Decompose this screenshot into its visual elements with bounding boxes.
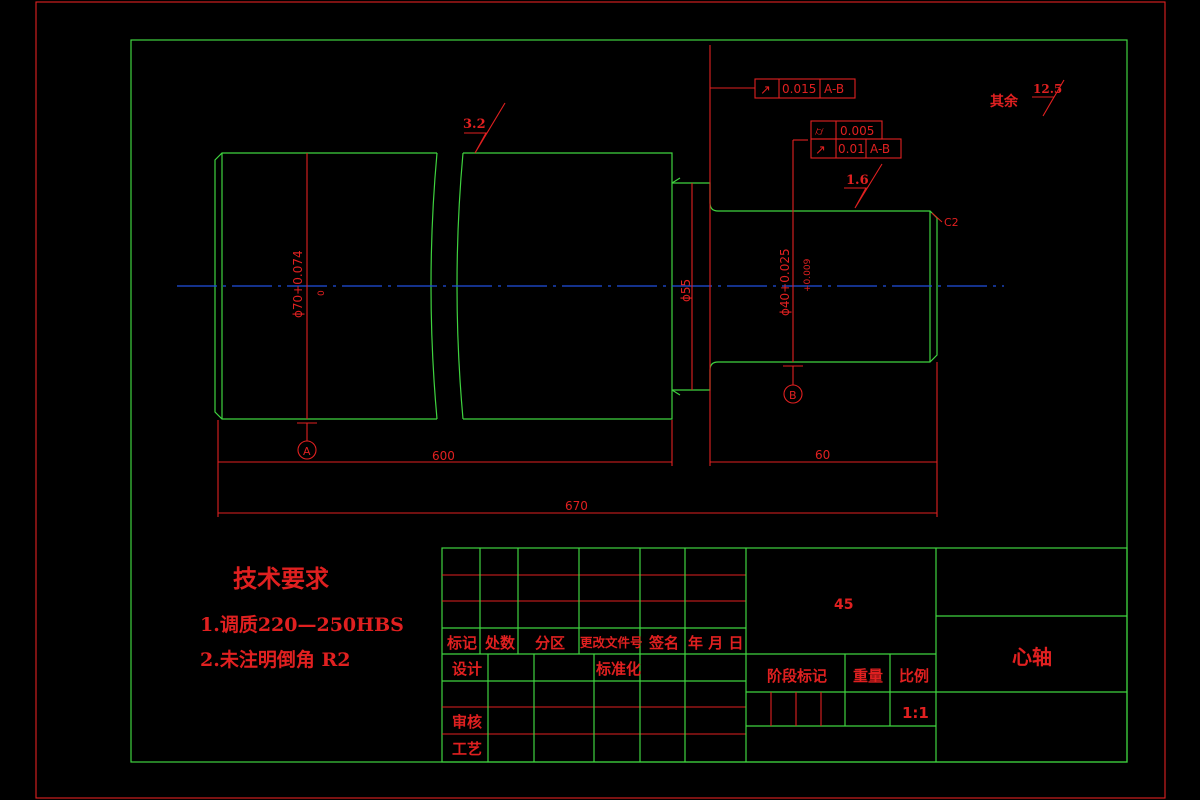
runout2-symbol: ↗ [815,143,826,158]
datum-b: B [789,389,797,402]
title-block-grid [441,547,1128,763]
cylindricity-value: 0.005 [840,124,874,138]
dim-670: 670 [565,499,588,513]
roughness-1-6: 1.6 [846,173,869,188]
runout2-datum: A-B [870,142,890,156]
dim-dia70: ϕ70+0.074 [291,250,305,318]
roughness-other-value: 12.5 [1033,82,1062,96]
label-review: 审核 [452,713,482,731]
requirements-title: 技术要求 [233,564,329,593]
label-standardization: 标准化 [595,660,641,678]
label-scale: 比例 [899,667,929,685]
label-process: 工艺 [452,740,482,758]
requirement-2: 2.未注明倒角 R2 [200,648,350,671]
label-weight: 重量 [853,667,883,685]
dim-dia55: ϕ55 [679,279,693,302]
dim-dia70-lower: 0 [317,290,327,296]
runout2-value: 0.01 [838,142,865,156]
runout-value: 0.015 [782,82,816,96]
runout-symbol: ↗ [760,83,771,98]
label-stage-mark: 阶段标记 [767,667,827,685]
roughness-other-label: 其余 [990,93,1019,110]
dim-dia40: ϕ40+0.025 [778,248,792,316]
header-mark: 标记 [446,634,477,652]
header-date: 年 月 日 [688,634,743,652]
header-signature: 签名 [648,634,679,652]
header-count: 处数 [484,634,516,652]
dim-chamfer: C2 [944,216,959,229]
datum-a: A [303,445,311,458]
roughness-3-2: 3.2 [463,117,486,132]
tolerance-frames [754,78,902,159]
label-design: 设计 [452,660,482,678]
cylindricity-symbol: ⌭ [815,124,824,138]
runout-datum: A-B [824,82,844,96]
dim-600: 600 [432,449,455,463]
dim-dia40-lower: +0.009 [803,258,813,292]
header-change-doc: 更改文件号 [580,635,643,650]
roughness-symbols [464,79,1065,209]
sheet-border [35,1,1166,799]
requirement-1: 1.调质220—250HBS [200,614,404,636]
dimension-lines [217,45,943,517]
part-name: 心轴 [1012,645,1052,669]
header-zone: 分区 [535,634,565,652]
dim-60: 60 [815,448,830,462]
material: 45 [834,597,853,613]
scale-value: 1:1 [902,704,929,722]
